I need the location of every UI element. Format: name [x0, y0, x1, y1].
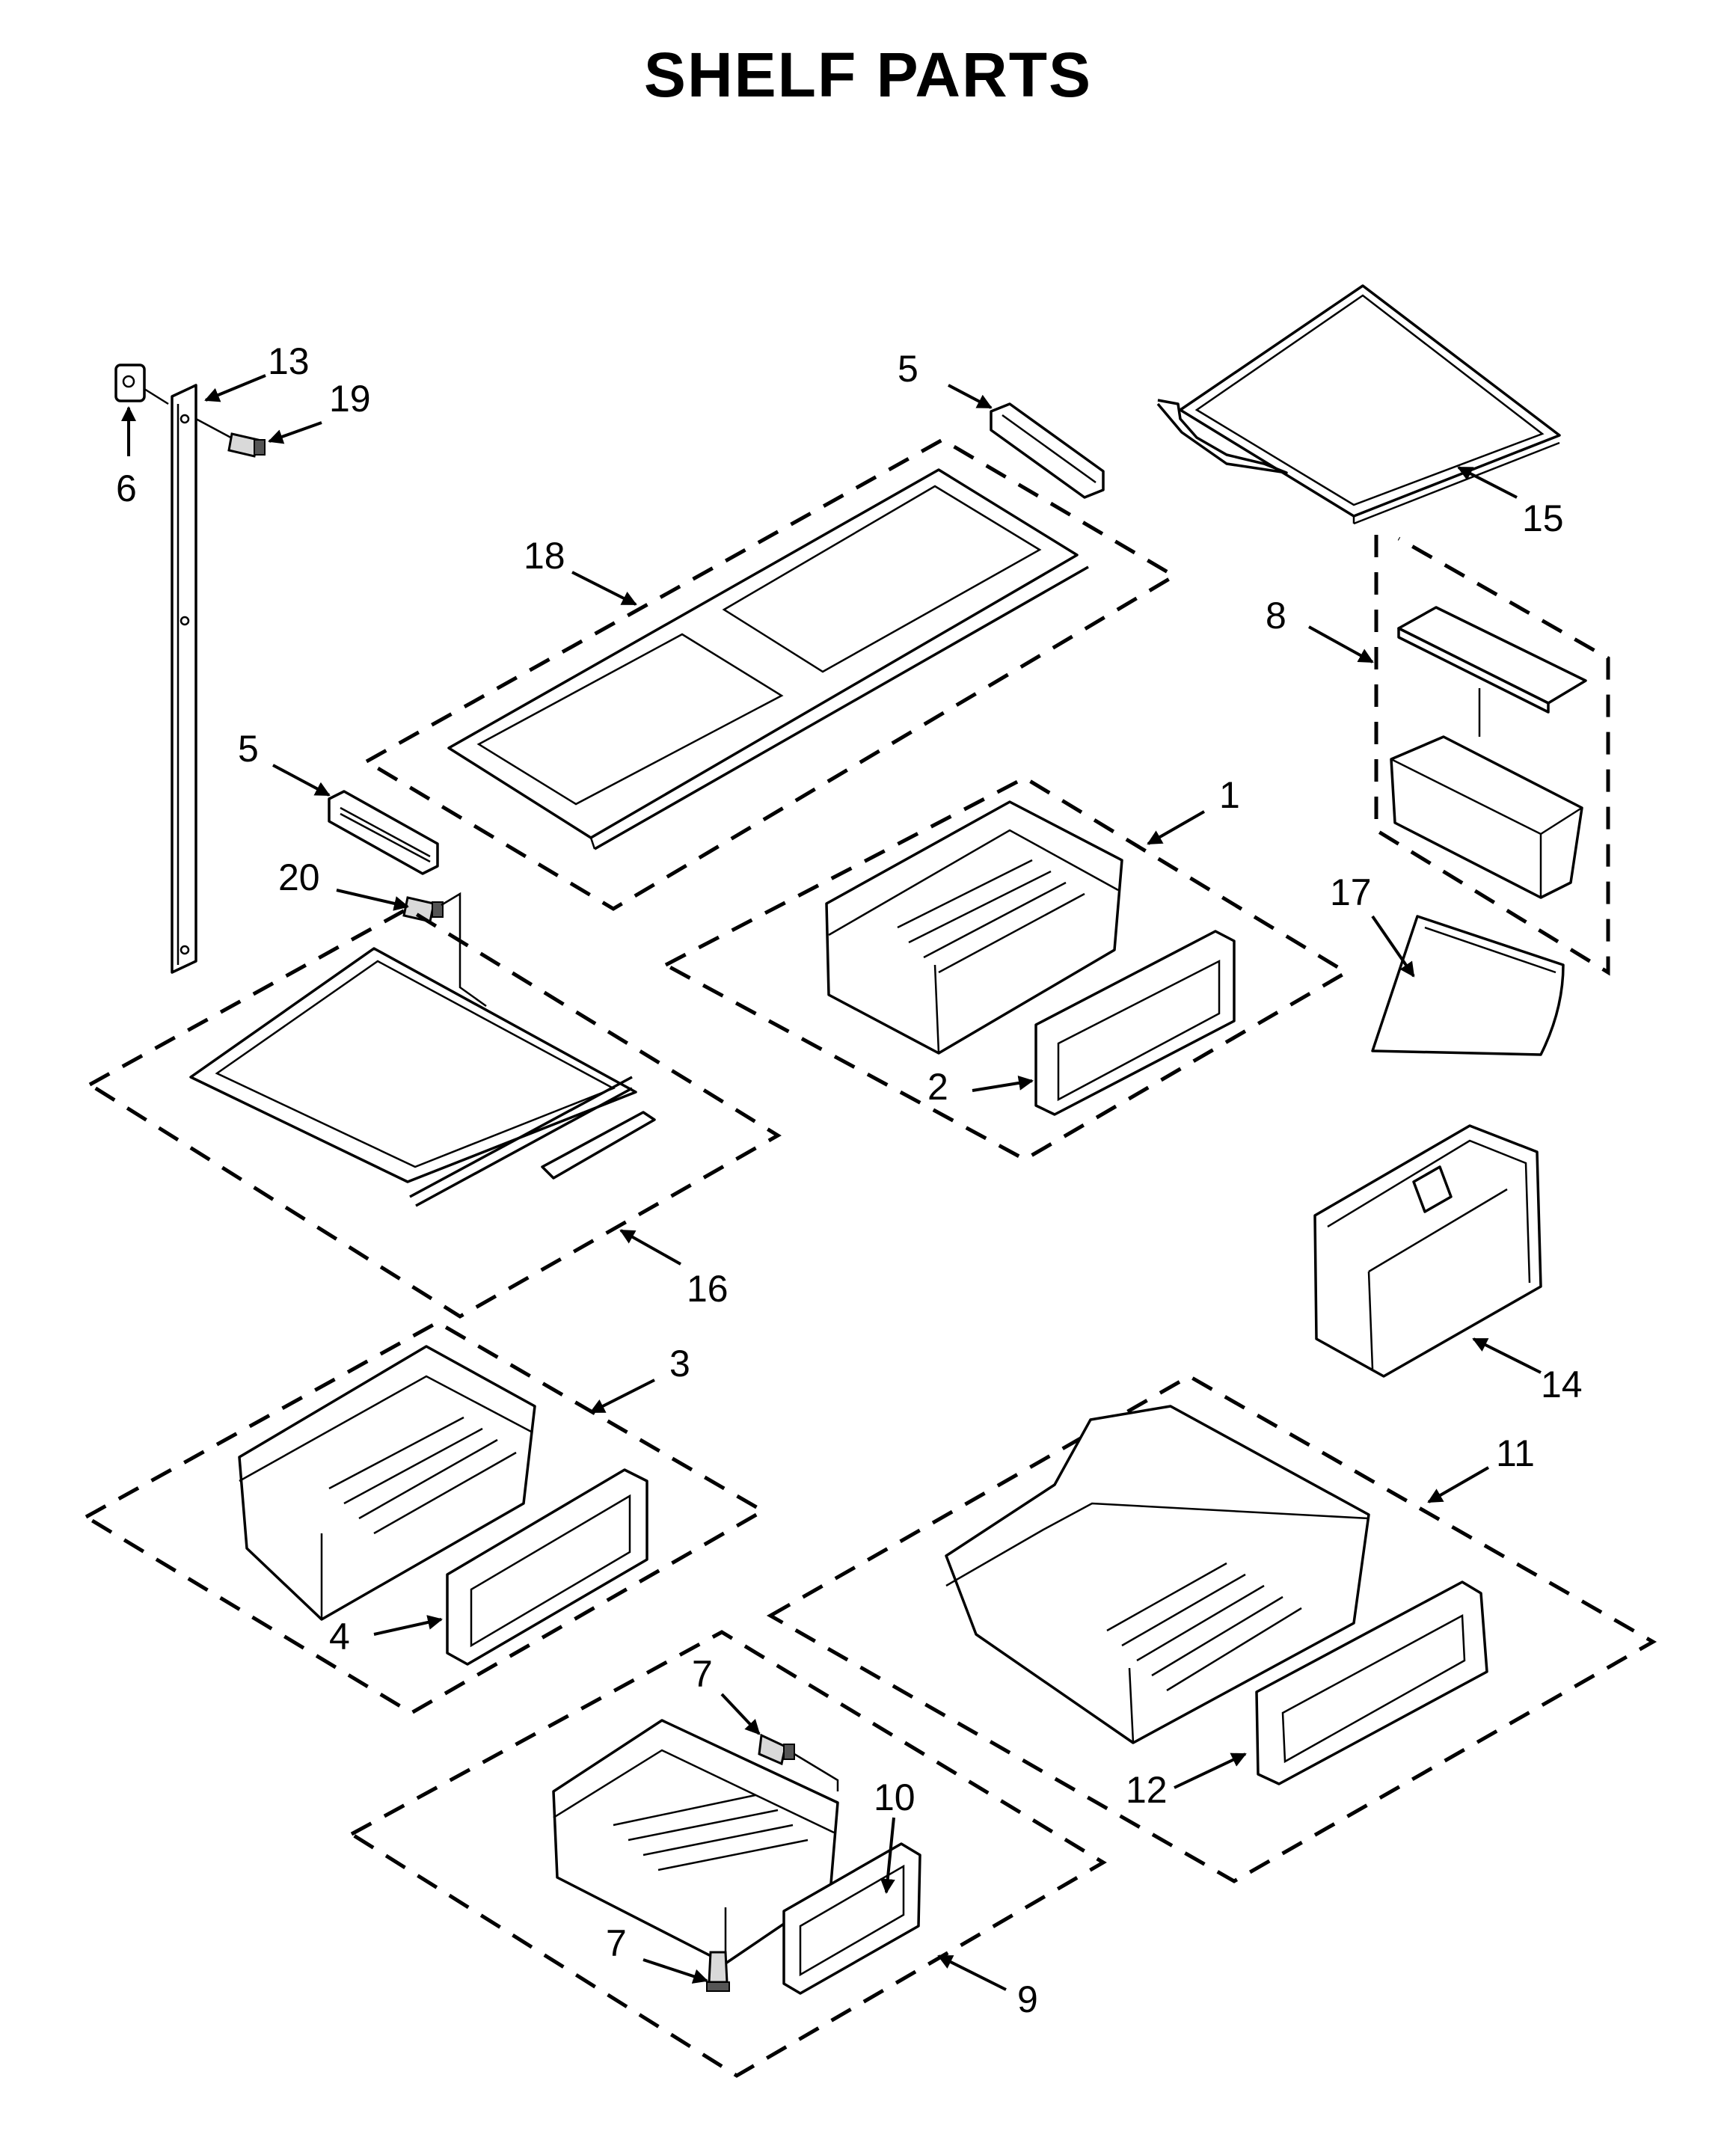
part-3-drawer-group [82, 1320, 767, 1715]
callout-7-upper: 7 [692, 1653, 713, 1695]
part-13-vertical-rail [171, 384, 197, 974]
leader-lines [121, 374, 1542, 1991]
callout-6: 6 [116, 467, 137, 509]
callout-17: 17 [1330, 871, 1372, 913]
part-19-screw [195, 417, 266, 458]
part-18-glass-shelf-group [363, 438, 1178, 911]
callout-11: 11 [1496, 1432, 1535, 1474]
callout-2: 2 [927, 1066, 948, 1108]
drawer-11-ribs [1106, 1562, 1302, 1692]
callout-5-mid: 5 [238, 728, 259, 770]
callout-14: 14 [1541, 1364, 1583, 1405]
page-title: SHELF PARTS [643, 40, 1093, 110]
callout-13: 13 [268, 340, 310, 382]
callout-12: 12 [1126, 1769, 1168, 1811]
part-7-screw-upper [758, 1733, 839, 1791]
part-8-container-group [1374, 535, 1610, 976]
part-14-door-bin [1313, 1124, 1542, 1378]
callout-19: 19 [329, 378, 371, 420]
callout-20: 20 [278, 856, 320, 898]
drawer-9-ribs [613, 1794, 809, 1871]
callout-18: 18 [524, 535, 565, 577]
drawer-3-ribs [328, 1416, 517, 1535]
callout-labels: 13 19 6 5 15 18 8 5 1 20 17 2 16 3 14 11… [116, 340, 1583, 2020]
part-7-screw-lower [706, 1951, 730, 1992]
callout-9: 9 [1017, 1978, 1038, 2020]
callout-3: 3 [669, 1343, 690, 1385]
callout-7-lower: 7 [606, 1922, 627, 1964]
part-5-end-cap-top [990, 402, 1105, 499]
part-16-glass-shelf-group [86, 907, 782, 1319]
part-15-shelf [1156, 284, 1561, 525]
callout-16: 16 [687, 1268, 729, 1310]
part-11-large-drawer-group [766, 1374, 1657, 1883]
part-5-end-cap-mid [328, 790, 439, 875]
part-6-bracket [114, 364, 169, 405]
callout-8: 8 [1266, 595, 1286, 637]
drawer-1-ribs [897, 859, 1085, 974]
part-17-curved-cover [1371, 915, 1565, 1056]
callout-1: 1 [1219, 774, 1240, 816]
callout-5-top: 5 [898, 348, 918, 390]
callout-10: 10 [874, 1776, 915, 1818]
callout-15: 15 [1522, 497, 1564, 539]
callout-4: 4 [329, 1616, 350, 1658]
part-1-drawer-group [661, 776, 1350, 1162]
